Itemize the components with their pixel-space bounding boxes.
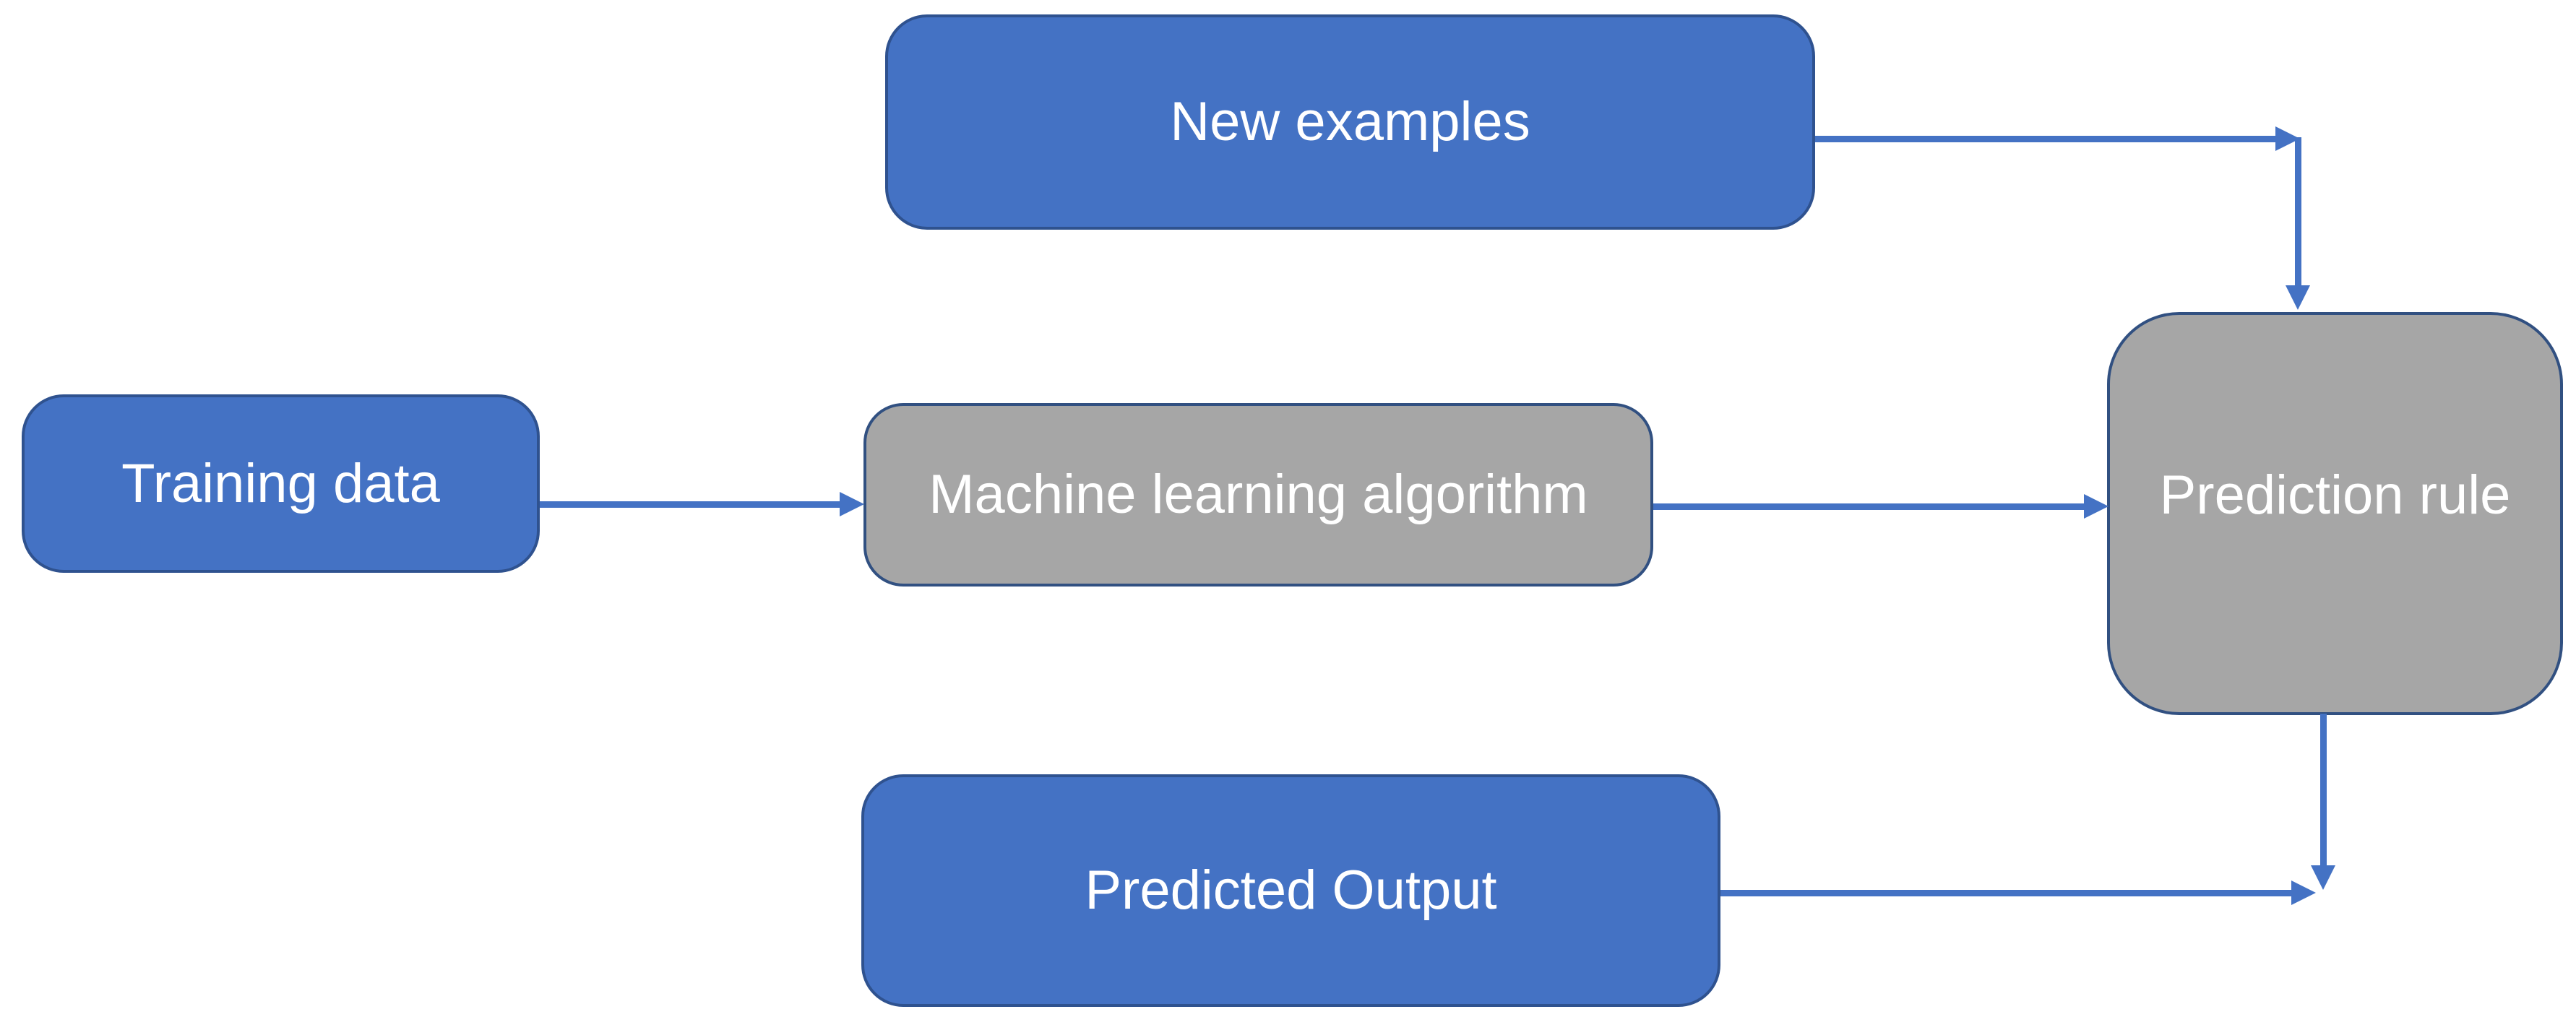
node-predicted-output: Predicted Output bbox=[861, 774, 1720, 1007]
node-new-examples: New examples bbox=[885, 14, 1815, 230]
node-machine-learning-algorithm: Machine learning algorithm bbox=[863, 403, 1653, 587]
arrowhead-right-icon bbox=[2084, 494, 2108, 519]
arrowhead-right-icon bbox=[840, 492, 864, 516]
node-training-data: Training data bbox=[22, 394, 540, 573]
arrowhead-right-icon bbox=[2291, 880, 2316, 905]
arrowhead-down-icon bbox=[2286, 285, 2310, 310]
node-prediction-rule: Prediction rule bbox=[2107, 312, 2563, 715]
connector-prediction-rule-down bbox=[2320, 714, 2327, 865]
node-machine-learning-algorithm-label: Machine learning algorithm bbox=[929, 464, 1588, 526]
node-training-data-label: Training data bbox=[121, 452, 440, 514]
node-predicted-output-label: Predicted Output bbox=[1085, 860, 1497, 922]
connector-predicted-output-right bbox=[1720, 890, 2291, 896]
node-new-examples-label: New examples bbox=[1170, 91, 1530, 153]
connector-algorithm-to-prediction-rule bbox=[1653, 503, 2084, 510]
connector-new-examples-horizontal bbox=[1815, 136, 2275, 142]
connector-new-examples-vertical bbox=[2295, 137, 2301, 285]
connector-training-to-algorithm bbox=[540, 501, 840, 508]
node-prediction-rule-label: Prediction rule bbox=[2159, 464, 2511, 527]
